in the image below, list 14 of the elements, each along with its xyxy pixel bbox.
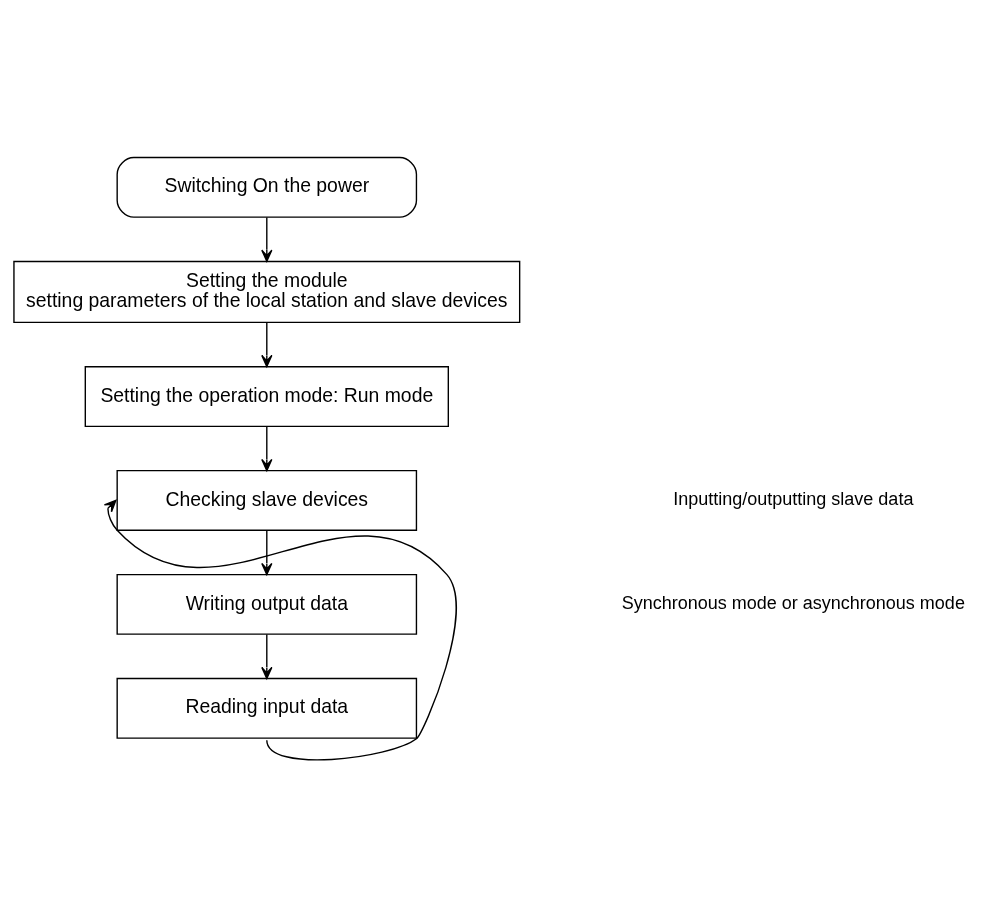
arrow [261,425,273,471]
arrow [103,499,457,761]
node-box: Setting the module setting parameters of the local station and slave devices [13,260,521,323]
node-box: Setting the operation mode: Run mode [84,365,449,427]
arrow [261,216,273,262]
node-box: Checking slave devices [116,469,418,531]
label: Synchronous mode or asynchronous mode [621,592,965,613]
node-box: Writing output data [116,573,418,635]
arrow [261,633,273,679]
node-box: Reading input data [116,677,418,739]
arrow [261,529,273,575]
arrow [261,321,273,367]
label: Inputting/outputting slave data [673,488,914,509]
node-box: Switching On the power [116,156,418,218]
